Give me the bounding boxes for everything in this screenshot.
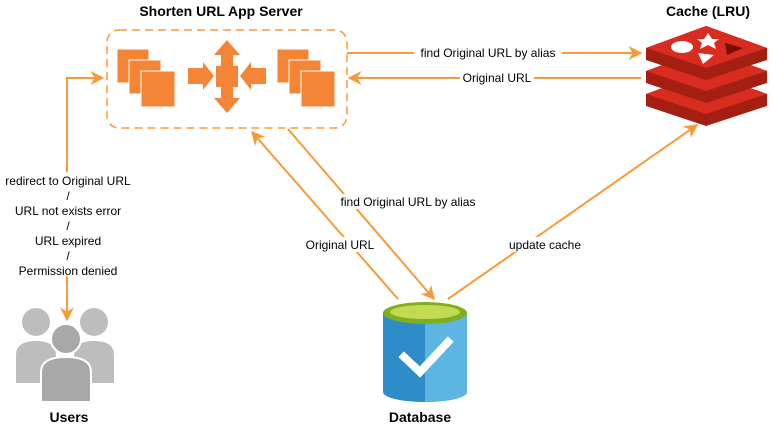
users-title: Users [50,409,89,425]
load-balancer-icon [188,40,266,113]
label-server-to-db: find Original URL by alias [341,195,476,209]
users-node: Users [16,308,114,425]
cache-title: Cache (LRU) [666,3,750,19]
label-users-line: / [66,189,70,203]
arrow-db-to-cache [447,124,699,300]
app-server-title: Shorten URL App Server [139,3,303,19]
label-cache-to-server: Original URL [463,71,532,85]
server-instances-icon [116,48,176,108]
database-node: Database [383,302,467,425]
label-users-line: / [66,249,70,263]
users-icon [16,308,114,403]
label-users-line: URL expired [35,234,101,248]
app-server-dashed-box [106,29,348,129]
app-server-node: Shorten URL App Server [106,3,348,129]
label-users-line: Permission denied [19,264,118,278]
label-users-line: redirect to Original URL [5,174,131,188]
database-title: Database [389,409,451,425]
label-users-line: / [66,219,70,233]
label-db-to-server: Original URL [306,238,375,252]
cache-node: Cache (LRU) [646,3,767,126]
server-instances-icon-right [276,48,336,108]
arrow-server-to-db [287,128,435,301]
label-db-to-cache: update cache [509,238,581,252]
redis-icon [646,26,767,126]
check-icon [398,336,454,378]
edge-labels: find Original URL by alias Original URL … [2,45,586,278]
label-users-line: URL not exists error [15,204,121,218]
label-server-to-users: redirect to Original URL / URL not exist… [5,174,131,278]
database-icon [383,302,467,402]
label-server-to-cache: find Original URL by alias [421,46,556,60]
arrow-db-to-server [251,130,399,300]
edges [60,46,699,322]
